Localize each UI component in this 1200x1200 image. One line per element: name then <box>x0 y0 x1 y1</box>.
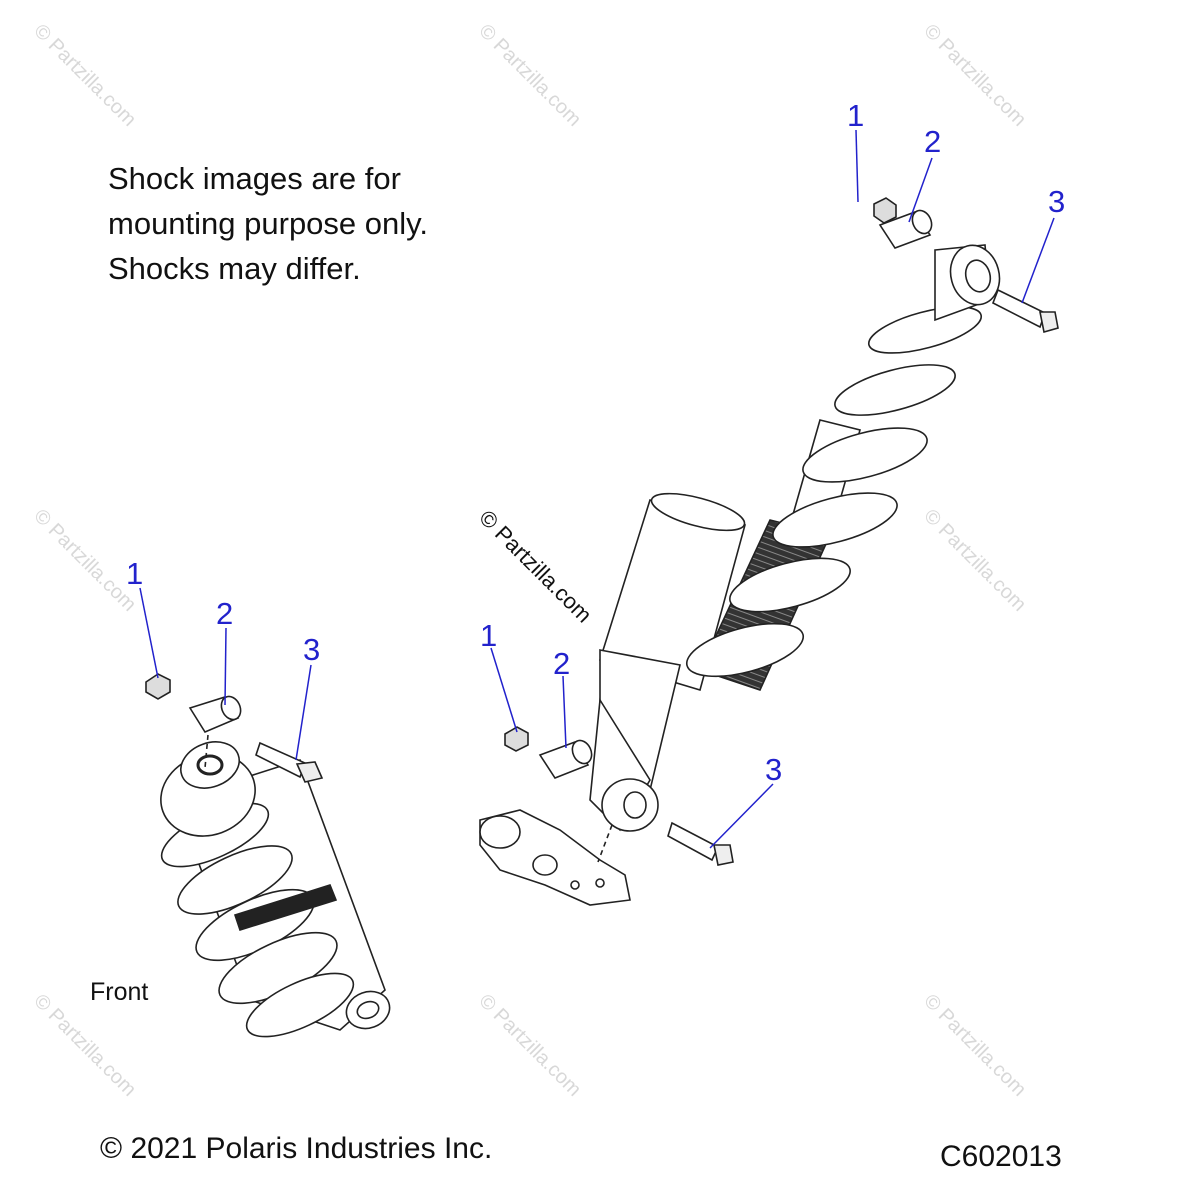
mounting-note: Shock images are for mounting purpose on… <box>108 156 428 291</box>
front-hardware <box>145 673 324 783</box>
note-line: Shocks may differ. <box>108 251 361 286</box>
figure-code: C602013 <box>940 1140 1062 1173</box>
note-line: Shock images are for <box>108 161 401 196</box>
callout-rear-top-3: 3 <box>1048 184 1066 219</box>
rear-shock <box>479 244 1001 906</box>
callout-rear-top-1: 1 <box>847 98 865 133</box>
callout-rear-top-2: 2 <box>924 124 942 159</box>
callout-rear-bottom-2: 2 <box>553 646 571 681</box>
rear-top-hardware <box>873 197 1059 334</box>
rear-bottom-hardware <box>504 726 734 866</box>
note-line: mounting purpose only. <box>108 206 428 241</box>
callout-rear-bottom-1: 1 <box>480 618 498 653</box>
callout-rear-bottom-3: 3 <box>765 752 783 787</box>
callout-front-2: 2 <box>216 596 234 631</box>
front-label: Front <box>90 978 149 1006</box>
copyright-text: © 2021 Polaris Industries Inc. <box>100 1132 493 1165</box>
leader-lines <box>139 129 1055 849</box>
callout-front-1: 1 <box>126 556 144 591</box>
callout-front-3: 3 <box>303 632 321 667</box>
front-shock <box>160 706 391 1038</box>
